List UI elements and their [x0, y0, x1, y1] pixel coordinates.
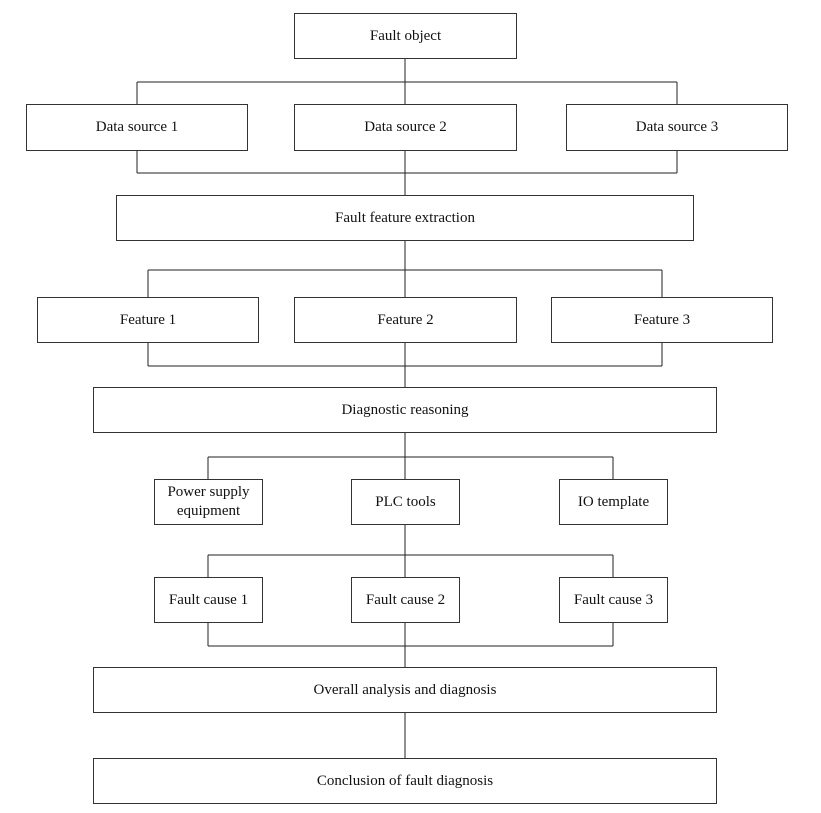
power-supply-equipment-node: Power supply equipment: [154, 479, 263, 525]
feature-3-node: Feature 3: [551, 297, 773, 343]
fault-cause-1-node: Fault cause 1: [154, 577, 263, 623]
data-source-1-node: Data source 1: [26, 104, 248, 151]
overall-analysis-node: Overall analysis and diagnosis: [93, 667, 717, 713]
feature-1-node: Feature 1: [37, 297, 259, 343]
fault-feature-extraction-node: Fault feature extraction: [116, 195, 694, 241]
fault-cause-3-node: Fault cause 3: [559, 577, 668, 623]
plc-tools-node: PLC tools: [351, 479, 460, 525]
fault-cause-2-node: Fault cause 2: [351, 577, 460, 623]
fault-object-node: Fault object: [294, 13, 517, 59]
conclusion-node: Conclusion of fault diagnosis: [93, 758, 717, 804]
diagnostic-reasoning-node: Diagnostic reasoning: [93, 387, 717, 433]
data-source-2-node: Data source 2: [294, 104, 517, 151]
feature-2-node: Feature 2: [294, 297, 517, 343]
io-template-node: IO template: [559, 479, 668, 525]
data-source-3-node: Data source 3: [566, 104, 788, 151]
